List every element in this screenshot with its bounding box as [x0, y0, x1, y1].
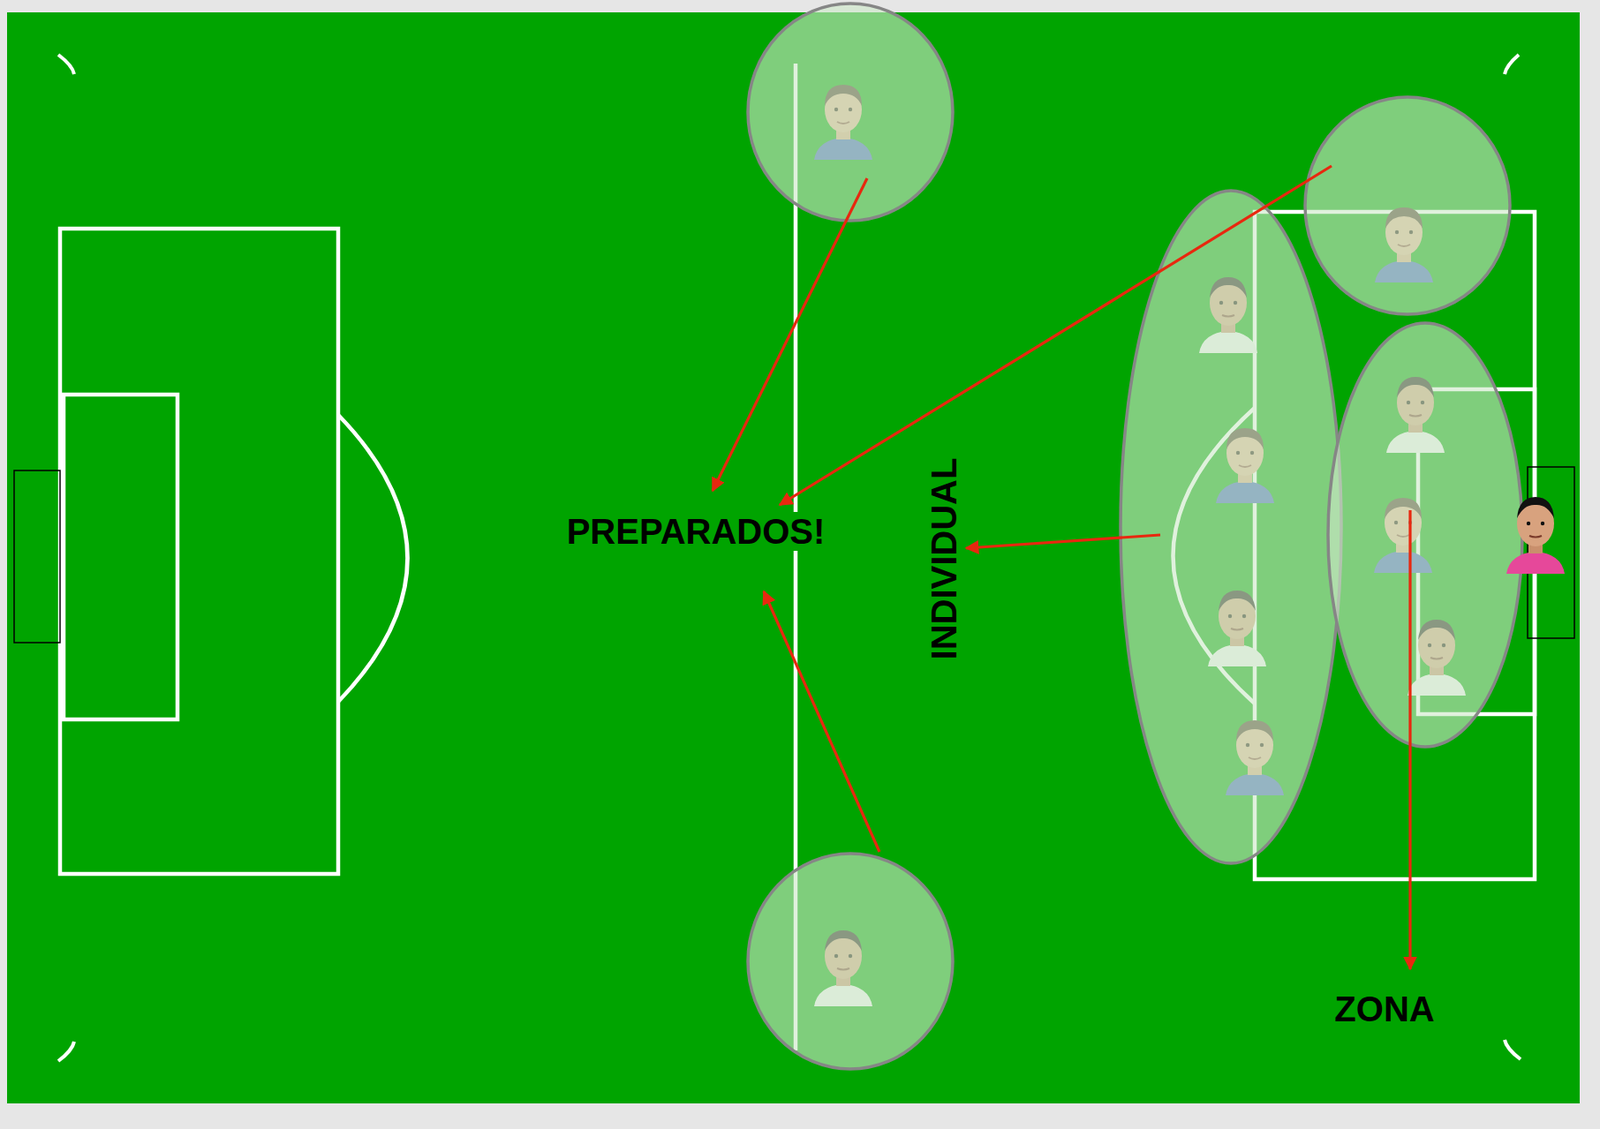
group-ellipse: [1305, 97, 1510, 315]
goal: [14, 470, 61, 643]
annotation-label: ZONA: [1330, 989, 1438, 1029]
group-ellipse: [1328, 323, 1523, 748]
corner-arc: [58, 1041, 75, 1062]
arrow: [712, 178, 868, 491]
arrow: [763, 591, 880, 853]
arrows: [712, 166, 1411, 970]
group-ellipse: [747, 853, 953, 1070]
annotation-label: PREPARADOS!: [563, 512, 830, 551]
corner-arc: [58, 54, 75, 75]
goalkeeper-face: [1506, 497, 1565, 574]
corner-arc: [1504, 1040, 1521, 1060]
player-groups: [747, 3, 1523, 1070]
arrow: [966, 535, 1161, 549]
goal-area: [63, 394, 178, 720]
group-ellipse: [747, 3, 953, 221]
annotation-label: INDIVIDUAL: [924, 454, 964, 665]
arrow: [779, 166, 1332, 506]
penalty-box: [60, 228, 339, 875]
corner-arc: [1504, 54, 1519, 75]
penalty-arc: [338, 415, 408, 702]
group-ellipse: [1120, 190, 1342, 864]
arrow: [1408, 510, 1412, 970]
